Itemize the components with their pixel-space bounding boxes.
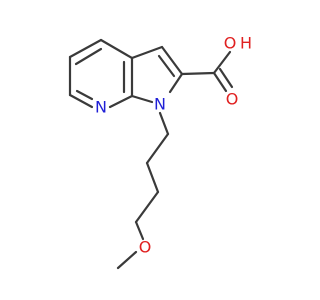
carbonyl-oxygen-label: O (226, 90, 239, 109)
bond-ccooh-oh (212, 50, 232, 75)
bond-c3-c3b (130, 45, 164, 60)
bond-c2p-ccooh (180, 71, 216, 76)
pyridine-nitrogen-label: N (95, 98, 107, 117)
molecule-structure: N N O H O O (68, 34, 252, 270)
pyrrole-nitrogen-label: N (154, 95, 166, 114)
bond-c3b-c2p-inner (157, 54, 176, 78)
bond-ch2b-ch2c (145, 161, 160, 194)
bond-c2-c3 (99, 38, 134, 60)
bond-c7a-npy (108, 94, 134, 109)
bond-c1-c2-inner (74, 47, 103, 66)
carboxylic-acid-group (180, 50, 234, 93)
ether-oxygen-label: O (139, 238, 152, 257)
bond-ccooh-carbonyl-a (212, 71, 228, 93)
bond-o-ch3 (116, 250, 138, 270)
bond-c3b-c2p (160, 45, 184, 76)
bond-n-ch2a (158, 111, 170, 136)
methoxybutyl-chain (116, 111, 170, 270)
atom-labels: N N O H O O (95, 34, 252, 257)
hydroxyl-hydrogen-label: H (240, 34, 252, 53)
bond-c1-c2 (68, 38, 103, 59)
bond-npy-c6-inner (75, 89, 94, 101)
bond-npyr-c7a (130, 94, 154, 104)
bond-npy-c6 (68, 93, 94, 109)
bond-ch2c-ch2d (134, 190, 160, 224)
bond-ch2d-o (134, 220, 145, 241)
pyrrole-ring (130, 45, 184, 104)
bond-c2p-npyr (168, 72, 184, 94)
bond-ch2a-ch2b (145, 132, 170, 165)
hydroxyl-oxygen-label: O (224, 34, 237, 53)
pyridine-ring (68, 38, 134, 109)
bond-ccooh-carbonyl-b (218, 67, 234, 89)
